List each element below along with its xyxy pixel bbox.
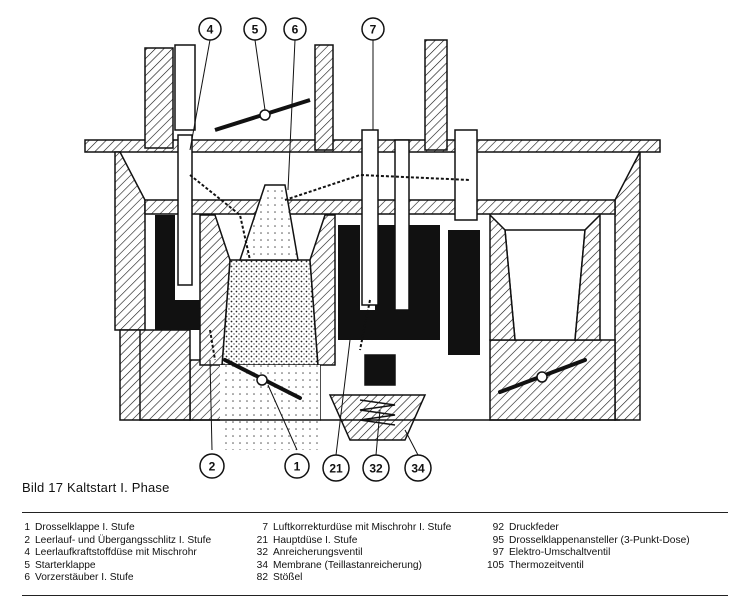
callout-5: 5 <box>243 17 267 41</box>
bowl-outline <box>139 330 620 421</box>
callout-7: 7 <box>361 17 385 41</box>
venturi-first-stage <box>199 184 336 366</box>
callout-leaders <box>189 39 419 456</box>
fuel-channels <box>189 173 471 361</box>
legend-bottom-rule <box>22 595 728 596</box>
figure-caption: Bild 17 Kaltstart I. Phase <box>22 480 170 495</box>
fuel-chambers <box>155 215 480 355</box>
venturi-second-stage <box>489 213 601 341</box>
callout-2: 2 <box>199 453 225 479</box>
callout-4: 4 <box>198 17 222 41</box>
callout-1: 1 <box>284 453 310 479</box>
enrichment-valve <box>328 354 427 441</box>
legend-top-rule <box>22 512 728 513</box>
svg-text:2: 2 <box>209 460 216 474</box>
jet-tubes <box>174 44 478 311</box>
throttle-shafts <box>256 371 548 386</box>
carburetor-cross-section-diagram: 4 5 6 7 2 1 21 32 34 <box>84 17 661 482</box>
callout-6: 6 <box>283 17 307 41</box>
svg-text:7: 7 <box>370 23 377 37</box>
callout-34: 34 <box>404 454 432 482</box>
svg-text:6: 6 <box>292 23 299 37</box>
callout-32: 32 <box>362 454 390 482</box>
svg-text:5: 5 <box>252 23 259 37</box>
choke-shaft <box>259 109 271 121</box>
svg-text:32: 32 <box>369 462 383 476</box>
svg-text:4: 4 <box>207 23 214 37</box>
mixture-spray <box>220 365 320 450</box>
callout-markers: 4 5 6 7 2 1 21 32 34 <box>198 17 432 482</box>
svg-text:21: 21 <box>329 462 343 476</box>
svg-text:34: 34 <box>411 462 425 476</box>
callout-21: 21 <box>322 454 350 482</box>
svg-text:1: 1 <box>294 460 301 474</box>
